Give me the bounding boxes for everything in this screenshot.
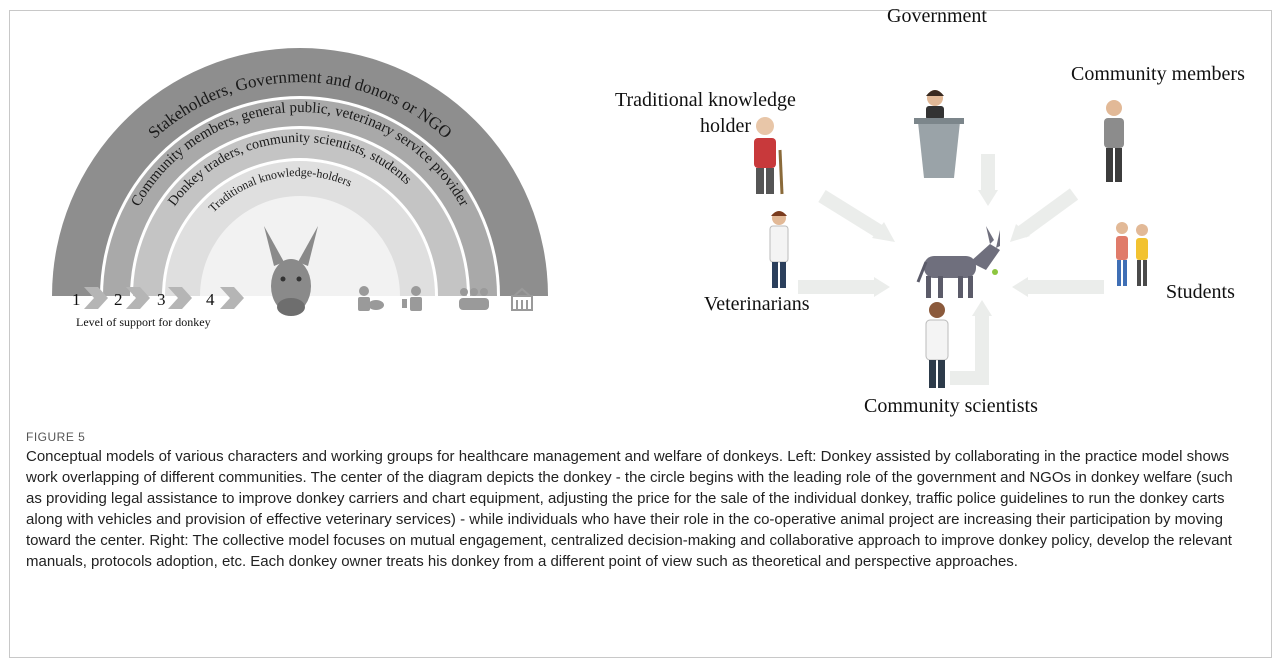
- figure-diagrams: Stakeholders, Government and donors or N…: [44, 5, 1246, 417]
- traditional-knowledge-holder-label: Traditional knowledge holder: [615, 89, 801, 137]
- government-building-icon: [511, 287, 533, 311]
- veterinarian-icon: [769, 211, 789, 288]
- students-icon: [1116, 222, 1148, 286]
- ring-center: [200, 196, 400, 296]
- level-3: 3: [157, 290, 166, 309]
- level-4: 4: [206, 290, 215, 309]
- students-label: Students: [1166, 281, 1235, 303]
- level-caption: Level of support for donkey: [76, 315, 211, 329]
- government-label: Government: [887, 5, 987, 27]
- figure-caption: Conceptual models of various characters …: [26, 448, 1233, 570]
- collective-model: Traditional knowledge holder Government …: [615, 5, 1245, 417]
- donkey-icon: [916, 226, 1000, 298]
- figure-label: FIGURE 5: [26, 430, 86, 444]
- speaker-podium-icon: [914, 90, 964, 178]
- level-1: 1: [72, 290, 81, 309]
- figure-frame: [9, 10, 1272, 658]
- level-scale: 1 2 3 4 Level of support for donkey: [72, 287, 244, 329]
- man-icon: [1104, 100, 1124, 182]
- veterinarians-label: Veterinarians: [704, 293, 810, 315]
- community-members-label: Community members: [1071, 63, 1245, 85]
- trader-icon: [358, 286, 384, 311]
- level-2: 2: [114, 290, 123, 309]
- arrows: [798, 154, 1104, 385]
- doctor-icon: [925, 302, 949, 388]
- rainbow-model: Stakeholders, Government and donors or N…: [44, 48, 556, 329]
- elder-icon: [754, 117, 784, 195]
- community-scientists-label: Community scientists: [864, 395, 1038, 417]
- community-group-icon: [459, 288, 489, 310]
- scientist-icon: [402, 286, 422, 311]
- donkey-head-icon: [264, 226, 318, 316]
